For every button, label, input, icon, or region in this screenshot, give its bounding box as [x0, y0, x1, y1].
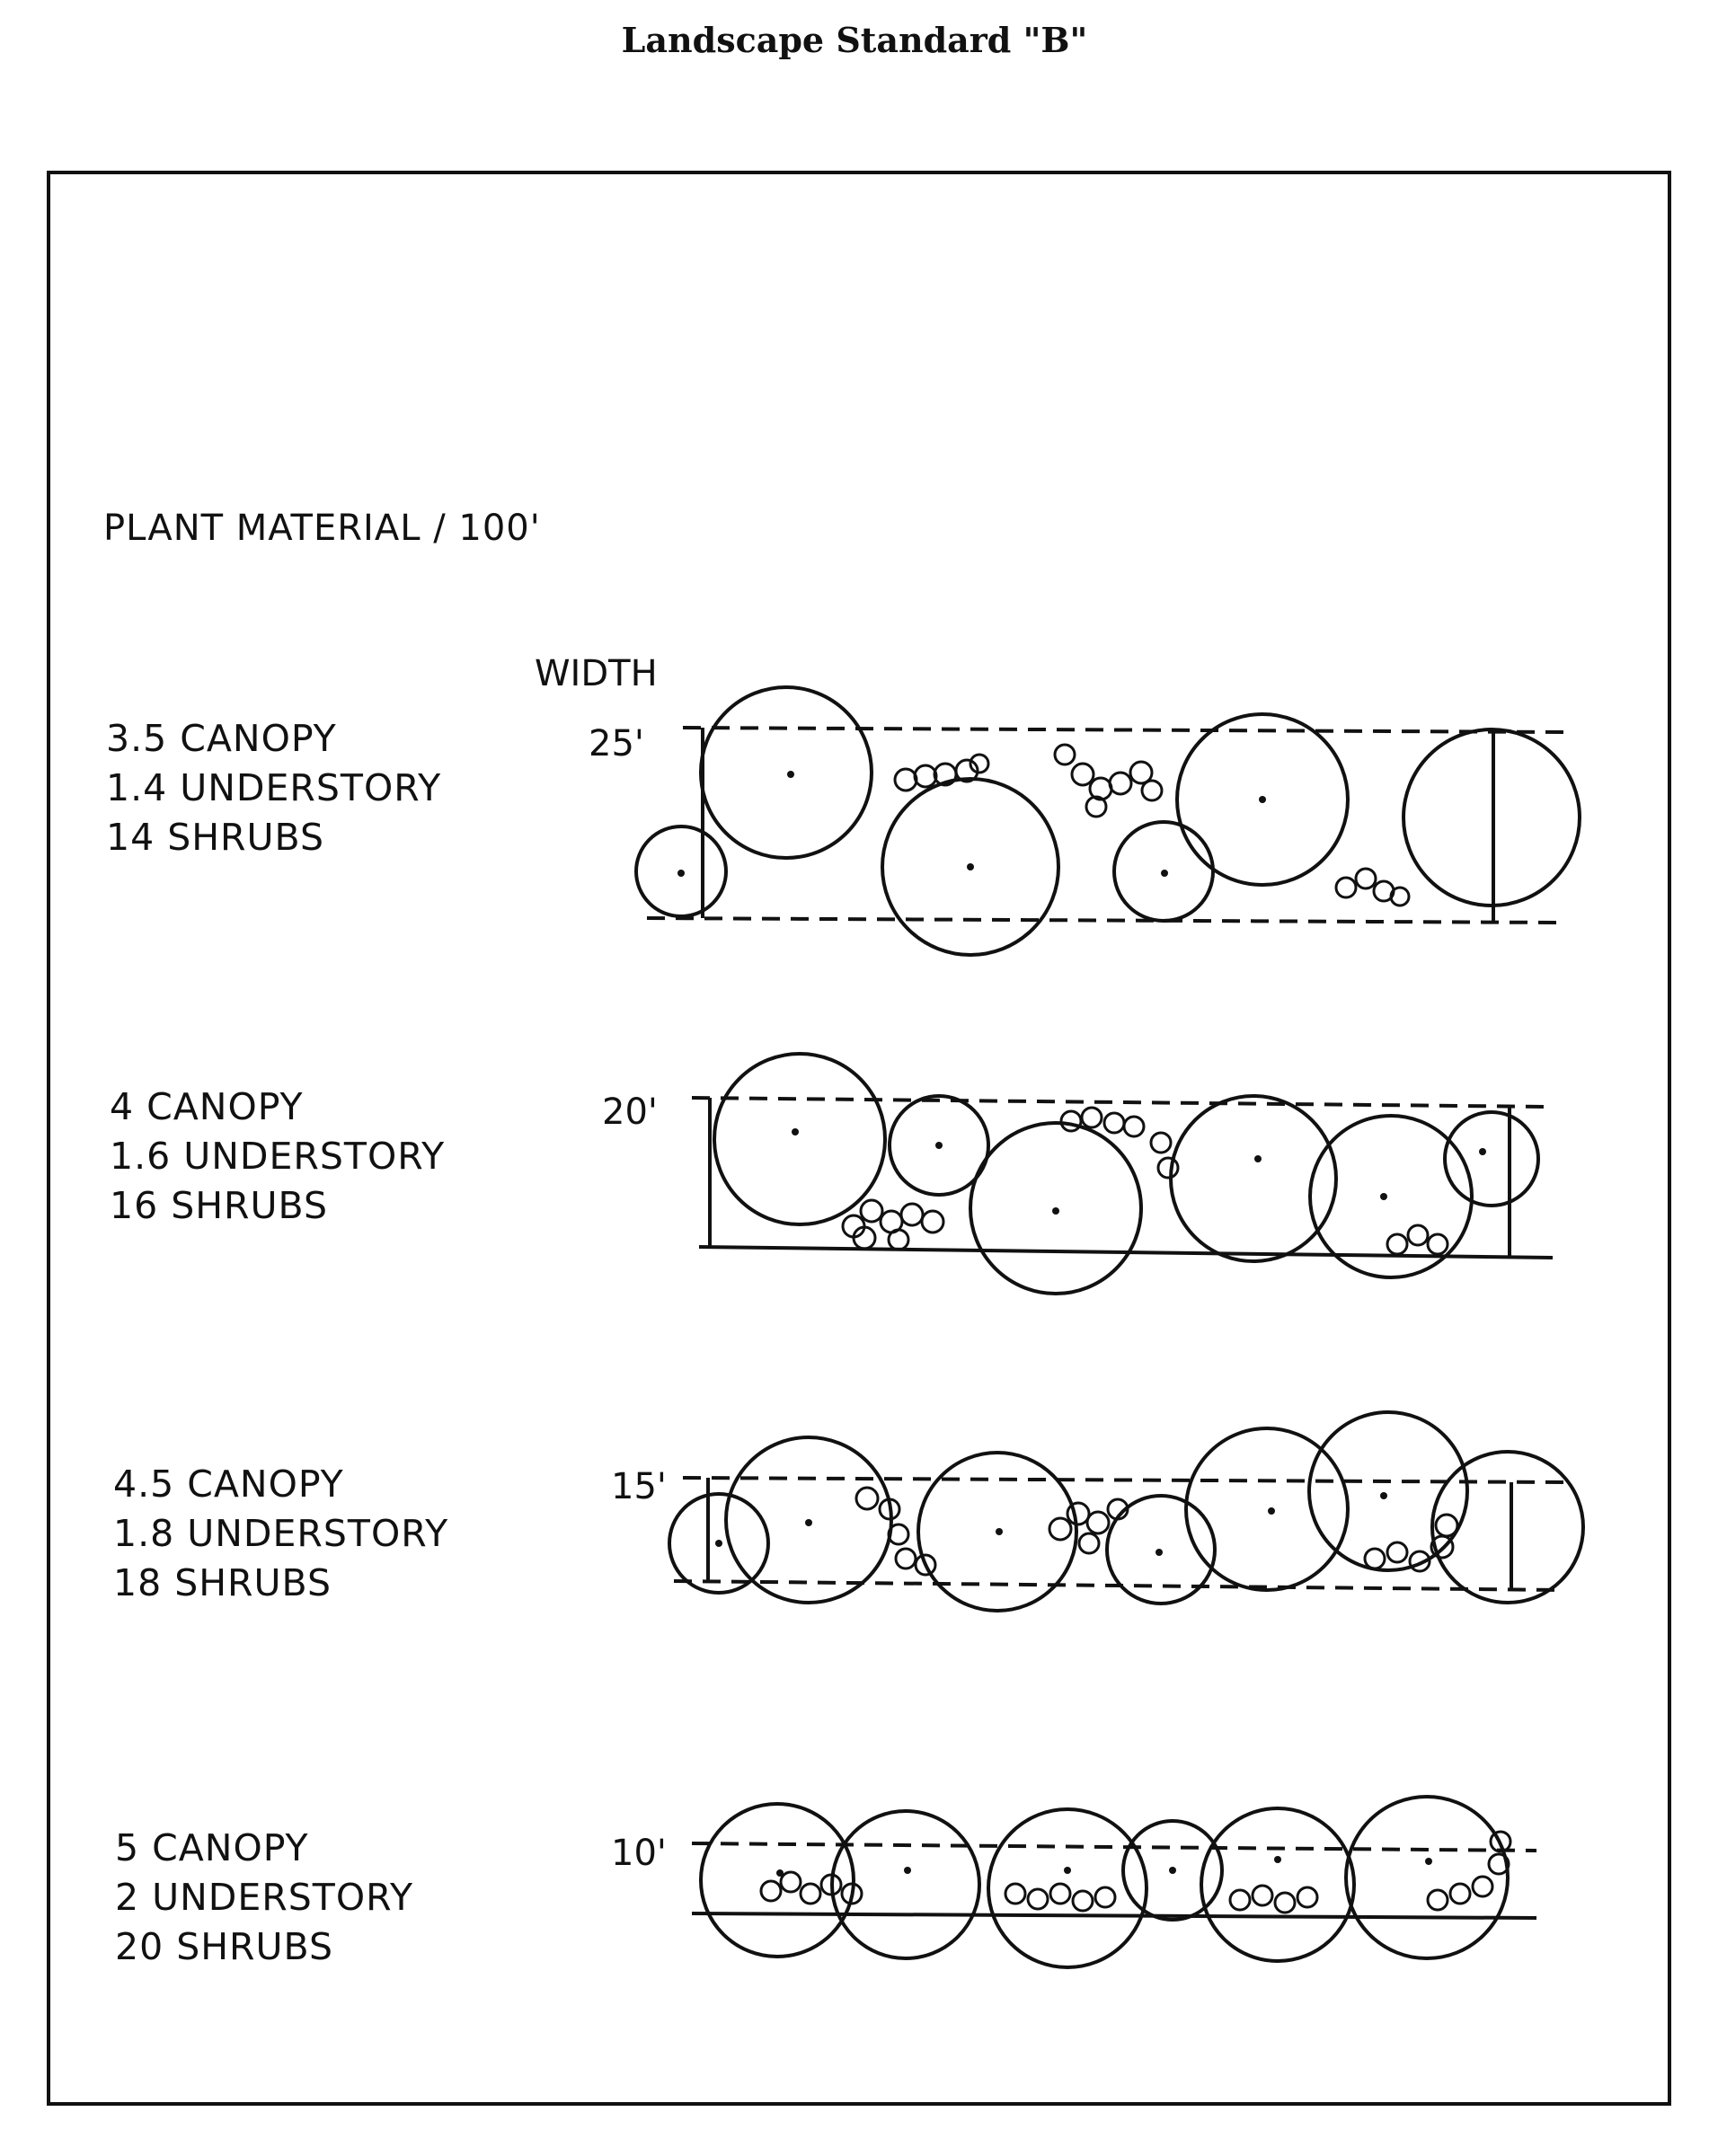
shrub-cluster	[759, 1870, 863, 1905]
understory-tree	[1105, 1494, 1217, 1605]
understory-tree	[1112, 820, 1215, 923]
shrub-cluster	[1053, 743, 1164, 818]
canopy-tree	[1200, 1807, 1356, 1963]
canopy-tree	[830, 1809, 981, 1960]
canopy-count: 5 CANOPY	[115, 1826, 309, 1869]
canopy-tree	[987, 1807, 1148, 1969]
shrub-cluster	[1228, 1884, 1319, 1914]
plant-material-heading: PLANT MATERIAL / 100'	[103, 508, 541, 549]
shrub-cluster	[1004, 1882, 1117, 1913]
buffer-strip-20	[691, 1052, 1554, 1295]
canopy-tree	[1307, 1410, 1469, 1572]
canopy-tree	[1308, 1114, 1474, 1279]
width-column-label: WIDTH	[535, 653, 658, 694]
shrub-count: 18 SHRUBS	[113, 1561, 332, 1604]
width-15-label: 15'	[611, 1466, 667, 1507]
canopy-tree	[881, 777, 1060, 957]
width-20-label: 20'	[602, 1091, 658, 1133]
canopy-tree	[713, 1052, 887, 1226]
shrub-cluster	[1048, 1498, 1129, 1555]
row-10-label: 5 CANOPY 2 UNDERSTORY 20 SHRUBS	[115, 1824, 413, 1972]
understory-count: 1.4 UNDERSTORY	[106, 766, 442, 809]
buffer-strip-15	[668, 1410, 1585, 1613]
width-10-label: 10'	[611, 1833, 667, 1874]
shrub-count: 20 SHRUBS	[115, 1925, 333, 1968]
understory-tree	[634, 825, 728, 918]
width-25-label: 25'	[589, 723, 644, 764]
shrub-cluster	[1334, 867, 1411, 907]
row-20-label: 4 CANOPY 1.6 UNDERSTORY 16 SHRUBS	[110, 1082, 445, 1231]
strip-edge-top	[691, 1842, 1537, 1852]
strip-edge-top	[691, 1096, 1546, 1109]
strip-edge-bottom	[698, 1245, 1554, 1259]
understory-count: 1.6 UNDERSTORY	[110, 1135, 446, 1178]
shrub-cluster	[1386, 1224, 1449, 1256]
shrub-cluster	[1363, 1513, 1459, 1573]
canopy-tree	[1402, 728, 1581, 907]
strip-edge-bottom	[646, 916, 1564, 924]
understory-tree	[1121, 1819, 1224, 1922]
buffer-strip-25	[634, 685, 1581, 957]
shrub-cluster	[841, 1198, 945, 1251]
diagram-frame	[47, 171, 1671, 2106]
understory-count: 1.8 UNDERSTORY	[113, 1512, 449, 1555]
shrub-cluster	[1426, 1830, 1512, 1912]
strip-edge-top	[682, 726, 1564, 734]
understory-count: 2 UNDERSTORY	[115, 1876, 414, 1919]
strip-edge-bottom	[691, 1912, 1537, 1920]
canopy-count: 4 CANOPY	[110, 1085, 304, 1128]
shrub-cluster	[893, 753, 990, 792]
page-title: Landscape Standard "B"	[621, 20, 1088, 60]
canopy-tree	[1184, 1427, 1350, 1592]
shrub-cluster	[1059, 1106, 1180, 1180]
canopy-tree	[699, 685, 873, 860]
canopy-tree	[699, 1802, 855, 1958]
shrub-count: 14 SHRUBS	[106, 816, 324, 859]
shrub-count: 16 SHRUBS	[110, 1184, 328, 1227]
canopy-tree	[916, 1451, 1078, 1613]
canopy-tree	[1344, 1795, 1510, 1960]
canopy-count: 4.5 CANOPY	[113, 1462, 344, 1506]
understory-tree	[888, 1094, 990, 1197]
buffer-strip-10	[691, 1795, 1537, 1969]
row-25-label: 3.5 CANOPY 1.4 UNDERSTORY 14 SHRUBS	[106, 714, 441, 862]
understory-tree	[1443, 1110, 1540, 1207]
strip-edge-top	[682, 1476, 1564, 1484]
row-15-label: 4.5 CANOPY 1.8 UNDERSTORY 18 SHRUBS	[113, 1460, 448, 1608]
canopy-tree	[1430, 1450, 1585, 1604]
understory-tree	[668, 1492, 770, 1595]
canopy-tree	[969, 1121, 1143, 1295]
canopy-count: 3.5 CANOPY	[106, 717, 337, 760]
shrub-cluster	[854, 1486, 937, 1577]
canopy-tree	[1175, 712, 1350, 887]
